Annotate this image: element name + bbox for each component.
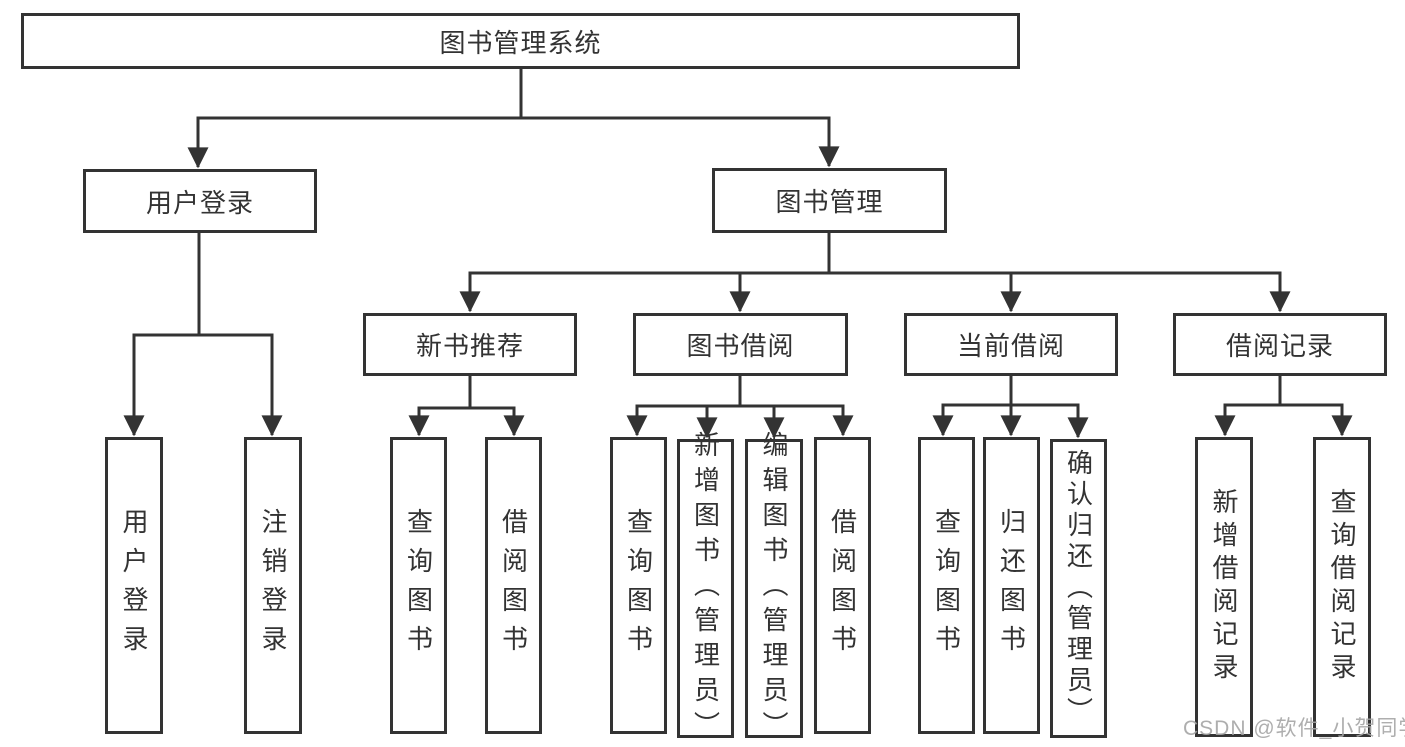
leaf-query-borrow-record-label: 查询借阅记录 [1327, 488, 1357, 686]
leaf-query-borrow-record: 查询借阅记录 [1313, 437, 1371, 737]
node-book-borrow-label: 图书借阅 [686, 331, 795, 361]
node-current-borrow-label: 当前借阅 [956, 331, 1065, 361]
connector-current-borrow [932, 376, 1089, 439]
connector-new-book [408, 376, 525, 437]
leaf-confirm-return-admin: 确认归还（管理员） [1050, 439, 1107, 738]
leaf-add-books-admin-label: 新增图书（管理员） [690, 431, 721, 746]
node-new-book-recommend: 新书推荐 [363, 313, 577, 376]
leaf-logout: 注销登录 [244, 437, 302, 734]
leaf-user-login: 用户登录 [105, 437, 163, 734]
leaf-borrow-books-recommend: 借阅图书 [485, 437, 542, 734]
node-book-management: 图书管理 [712, 168, 947, 233]
leaf-borrow-books: 借阅图书 [814, 437, 871, 734]
leaf-query-books-borrow: 查询图书 [610, 437, 667, 734]
leaf-borrow-books-label: 借阅图书 [827, 507, 858, 664]
leaf-return-books: 归还图书 [983, 437, 1040, 734]
connector-borrow-records [1214, 376, 1353, 437]
node-book-borrow: 图书借阅 [633, 313, 848, 376]
leaf-confirm-return-admin-label: 确认归还（管理员） [1063, 449, 1094, 728]
leaf-query-books-current: 查询图书 [918, 437, 975, 734]
leaf-return-books-label: 归还图书 [996, 507, 1027, 664]
leaf-query-books-borrow-label: 查询图书 [623, 507, 654, 664]
leaf-query-books-recommend-label: 查询图书 [403, 507, 434, 664]
node-root: 图书管理系统 [21, 13, 1020, 69]
leaf-add-borrow-record-label: 新增借阅记录 [1209, 488, 1239, 686]
node-current-borrow: 当前借阅 [904, 313, 1118, 376]
leaf-edit-books-admin: 编辑图书（管理员） [745, 431, 803, 746]
node-borrow-records: 借阅记录 [1173, 313, 1387, 376]
node-borrow-records-label: 借阅记录 [1225, 331, 1334, 361]
leaf-query-books-recommend: 查询图书 [390, 437, 447, 734]
leaf-add-books-admin: 新增图书（管理员） [677, 431, 734, 746]
node-book-management-label: 图书管理 [775, 187, 884, 217]
leaf-borrow-books-recommend-label: 借阅图书 [498, 507, 529, 664]
csdn-watermark: CSDN @软件_小贺同学 [1183, 717, 1405, 740]
node-new-book-recommend-label: 新书推荐 [415, 331, 524, 361]
connector-user-login [123, 232, 283, 437]
leaf-add-borrow-record: 新增借阅记录 [1195, 437, 1253, 737]
leaf-logout-label: 注销登录 [258, 507, 288, 664]
connector-root [187, 69, 840, 169]
leaf-query-books-current-label: 查询图书 [931, 507, 962, 664]
node-root-label: 图书管理系统 [439, 27, 602, 58]
node-user-login: 用户登录 [83, 169, 317, 233]
node-user-login-label: 用户登录 [145, 187, 254, 218]
leaf-user-login-label: 用户登录 [119, 507, 149, 664]
connector-book-borrow [626, 376, 854, 439]
connector-book-management [459, 232, 1291, 313]
leaf-edit-books-admin-label: 编辑图书（管理员） [759, 431, 789, 746]
